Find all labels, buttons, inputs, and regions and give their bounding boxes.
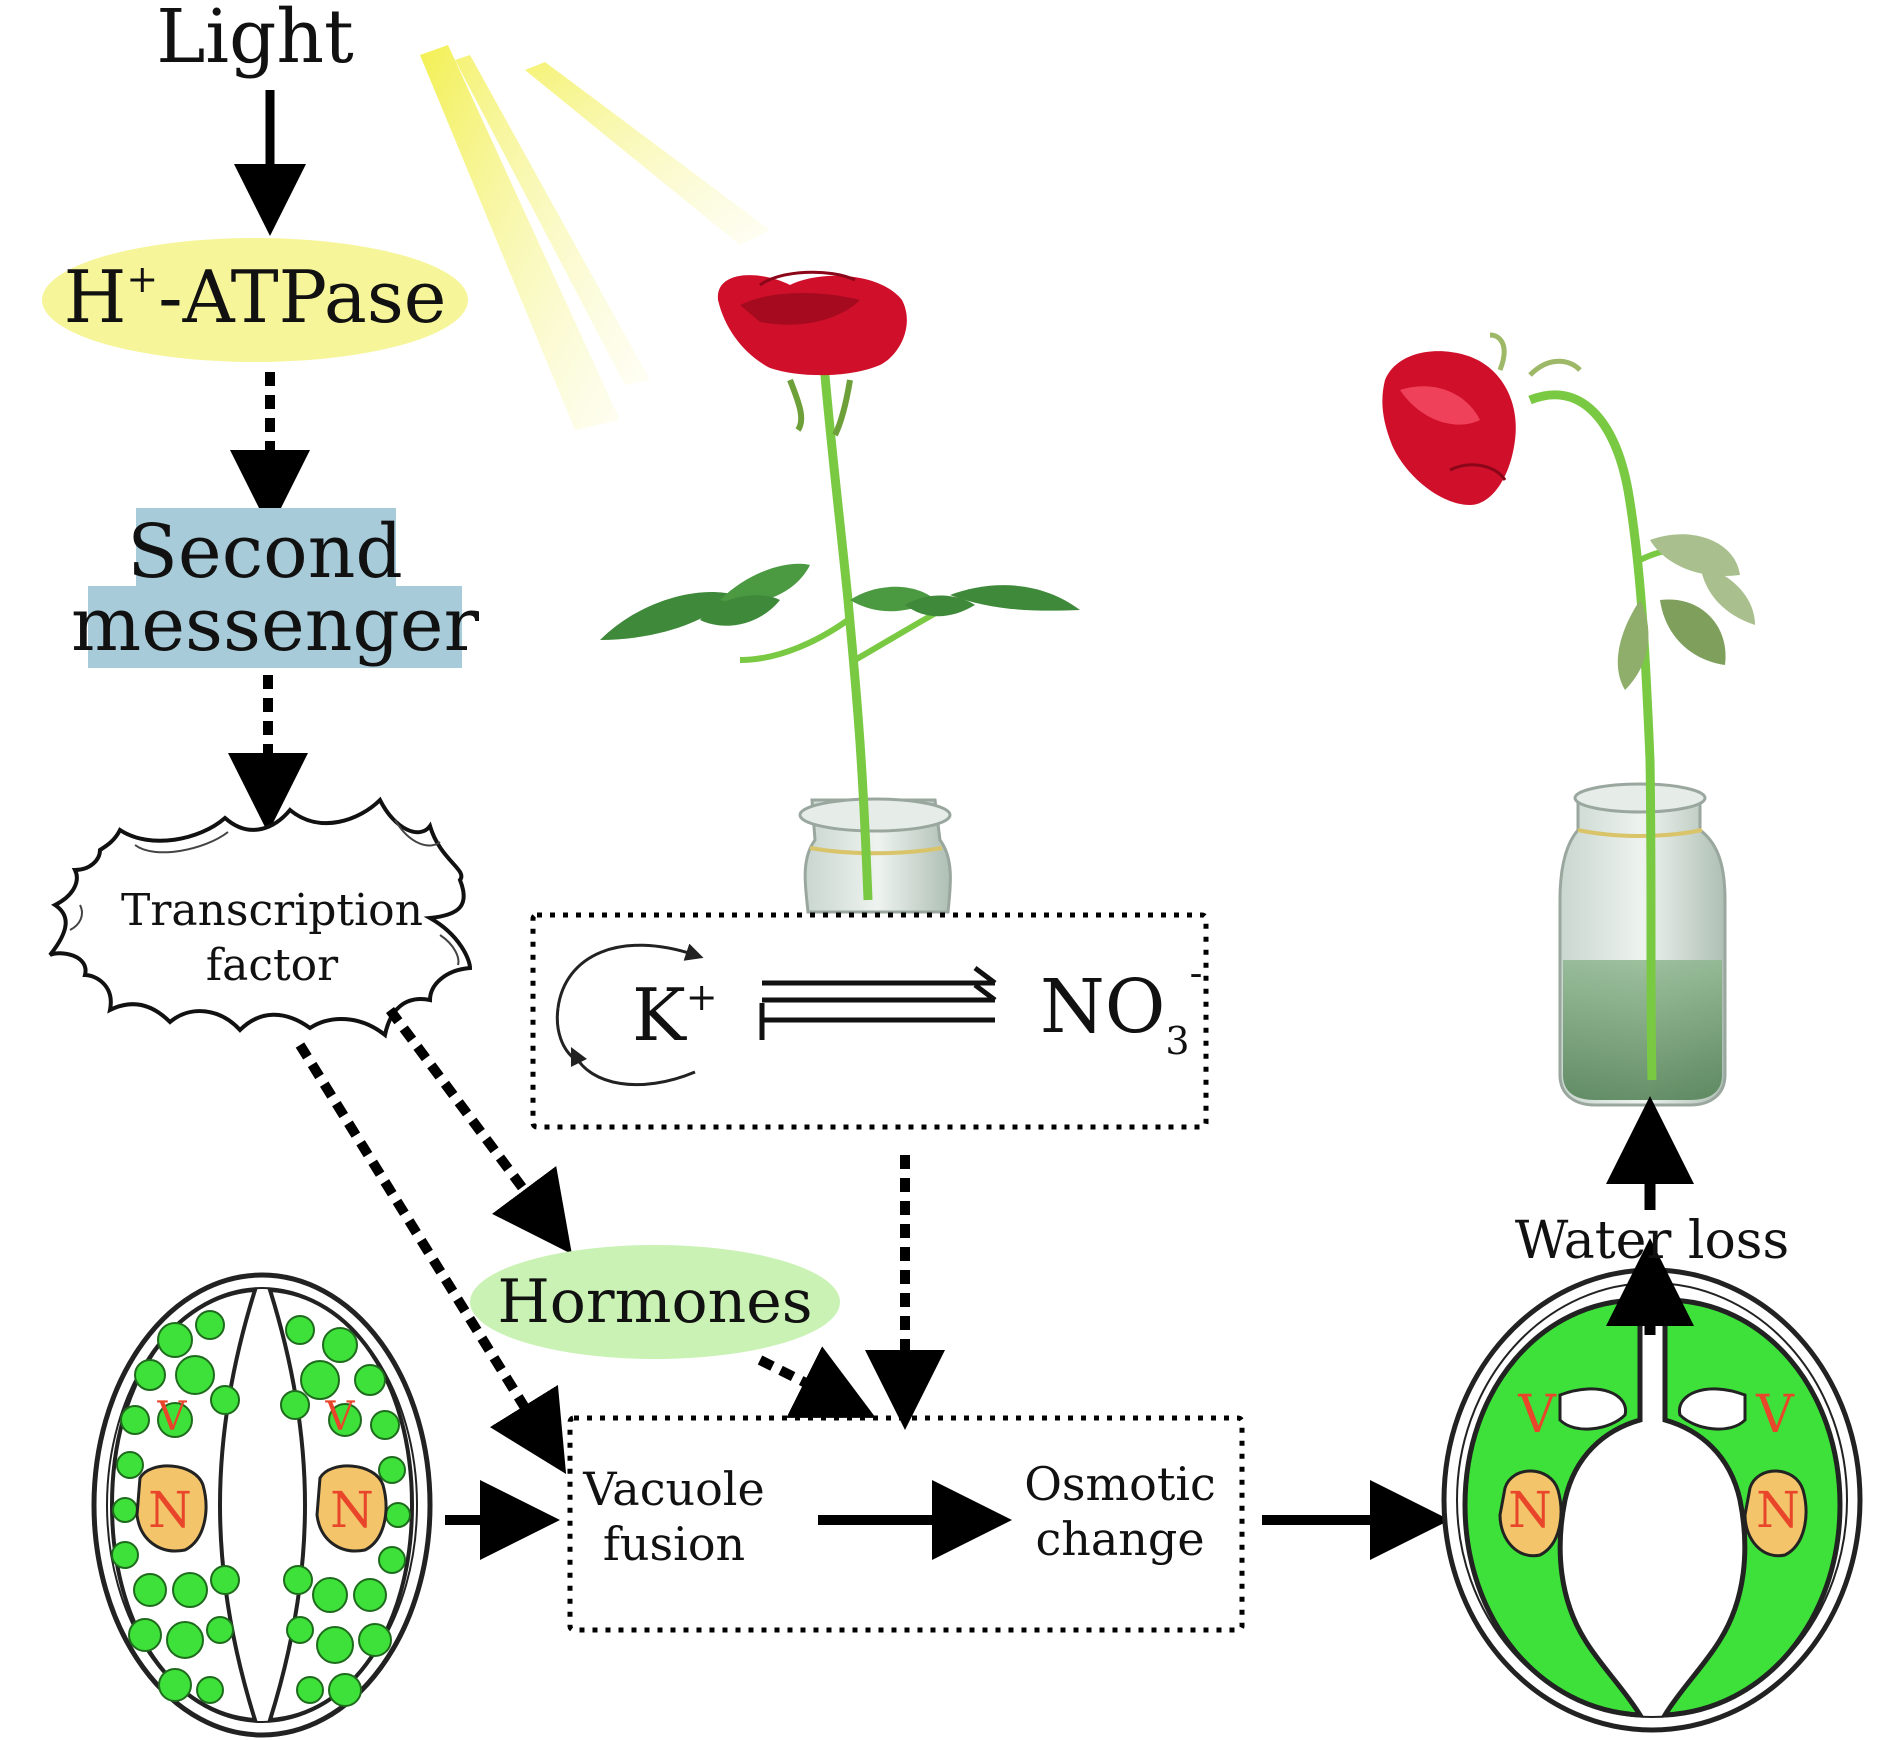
- vacuole-fusion-line2: fusion: [603, 1517, 745, 1571]
- second-messenger-node: Second messenger: [71, 508, 480, 668]
- open-stoma-nucleus-left: N: [1508, 1481, 1552, 1539]
- water-loss-label: Water loss: [1515, 1211, 1789, 1271]
- open-stoma-vacuole-right: V: [1755, 1385, 1795, 1445]
- ion-balance-box: [530, 912, 1209, 1130]
- open-stoma-vacuole-left: V: [1517, 1385, 1557, 1445]
- arrow-hormones-to-box: [757, 1346, 876, 1418]
- sun-rays-icon: [420, 45, 770, 430]
- wilted-rose-icon: [1382, 332, 1755, 1107]
- k-ion-label: K+: [632, 973, 718, 1057]
- hormones-node: [470, 1245, 840, 1359]
- light-label: Light: [156, 0, 354, 80]
- cellular-process-box: [567, 1415, 1245, 1633]
- fresh-rose-icon: [600, 270, 1080, 914]
- k-cycle-icon: [555, 943, 704, 1087]
- osmotic-change-line1: Osmotic: [1024, 1457, 1216, 1511]
- transcription-factor-node: Transcription factor: [48, 796, 473, 1039]
- osmotic-change-line2: change: [1035, 1512, 1204, 1566]
- closed-stoma-vacuole-right: V: [325, 1394, 356, 1440]
- h-atpase-node: [42, 238, 468, 362]
- h-atpase-label: H+-ATPase: [64, 255, 447, 339]
- closed-stoma-vacuole-left: V: [157, 1394, 188, 1440]
- tf-line2: factor: [206, 940, 339, 991]
- nitrate-label: NO3-: [1040, 951, 1202, 1063]
- closed-stoma-nucleus-left: N: [148, 1481, 192, 1539]
- closed-stoma-icon: N N V V: [91, 1272, 433, 1738]
- hormones-label: Hormones: [497, 1267, 812, 1337]
- vacuole-fusion-line1: Vacuole: [582, 1462, 764, 1516]
- second-messenger-line1: Second: [127, 509, 403, 595]
- equilibrium-arrows-icon: [759, 966, 997, 1040]
- second-messenger-line2: messenger: [71, 582, 480, 668]
- arrow-tf-to-hormones: [385, 1007, 572, 1255]
- closed-stoma-nucleus-right: N: [330, 1481, 374, 1539]
- tf-line1: Transcription: [121, 885, 423, 936]
- open-stoma-icon: N N V V: [1441, 1267, 1863, 1733]
- open-stoma-nucleus-right: N: [1756, 1481, 1800, 1539]
- arrow-tf-to-vacuole-fusion: [295, 1042, 567, 1474]
